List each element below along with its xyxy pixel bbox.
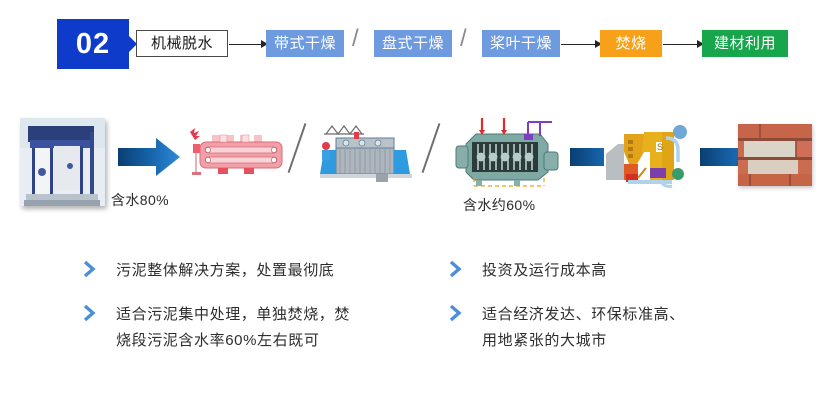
moisture-label-1: 含水80%: [111, 192, 170, 208]
badge-pointer-icon: [129, 36, 137, 52]
flow-node-label: 盘式干燥: [381, 35, 444, 52]
list-item-text: 污泥整体解决方案，处置最彻底: [116, 258, 334, 284]
list-item: 污泥整体解决方案，处置最彻底: [82, 258, 412, 284]
list-item: 适合经济发达、环保标准高、 用地紧张的大城市: [448, 302, 788, 354]
list-item-line: 烧段污泥含水率60%左右既可: [116, 332, 320, 349]
svg-text:S: S: [657, 142, 663, 152]
incinerator-diagram: S: [604, 118, 692, 198]
flow-node-label: 焚烧: [615, 35, 647, 52]
list-item-line: 适合经济发达、环保标准高、: [482, 306, 685, 323]
illustration-separator-2: [421, 123, 441, 173]
paddle-dryer-diagram: [452, 116, 562, 194]
chevron-right-icon: [82, 259, 102, 281]
flow-node-mechanical-dewatering[interactable]: 机械脱水: [136, 30, 228, 57]
flow-arrow-3: [663, 38, 704, 50]
illustration-separator-1: [287, 123, 307, 173]
list-item: 适合污泥集中处理，单独焚烧，焚 烧段污泥含水率60%左右既可: [82, 302, 412, 354]
list-item-line: 用地紧张的大城市: [482, 332, 607, 349]
step-number-badge: 02: [57, 19, 129, 69]
list-item-text: 适合经济发达、环保标准高、 用地紧张的大城市: [482, 302, 685, 354]
flow-node-disc-drying[interactable]: 盘式干燥: [374, 30, 452, 57]
flow-arrow-1: [229, 38, 268, 50]
list-item-text: 适合污泥集中处理，单独焚烧，焚 烧段污泥含水率60%左右既可: [116, 302, 350, 354]
flow-separator-2: /: [460, 25, 467, 52]
list-item-text: 投资及运行成本高: [482, 258, 607, 284]
belt-filter-press-photo: [20, 118, 105, 206]
key-points-section: 污泥整体解决方案，处置最彻底 适合污泥集中处理，单独焚烧，焚 烧段污泥含水率60…: [0, 258, 830, 402]
flow-node-building-material-use[interactable]: 建材利用: [702, 30, 788, 57]
process-illustration-row: 含水80%: [0, 100, 830, 230]
flow-arrow-2: [561, 38, 602, 50]
flow-node-belt-drying[interactable]: 带式干燥: [266, 30, 344, 57]
moisture-label-2: 含水约60%: [463, 197, 536, 213]
chevron-right-icon: [82, 303, 102, 325]
key-points-column-left: 污泥整体解决方案，处置最彻底 适合污泥集中处理，单独焚烧，焚 烧段污泥含水率60…: [82, 258, 412, 372]
flow-separator-1: /: [352, 25, 359, 52]
flow-node-label: 带式干燥: [273, 35, 336, 52]
flow-node-incineration[interactable]: 焚烧: [600, 30, 662, 57]
list-item-line: 投资及运行成本高: [482, 262, 607, 279]
flow-node-label: 机械脱水: [150, 35, 213, 52]
list-item-line: 适合污泥集中处理，单独焚烧，焚: [116, 306, 351, 323]
list-item: 投资及运行成本高: [448, 258, 788, 284]
chevron-right-icon: [448, 259, 468, 281]
process-arrow-1: [118, 137, 180, 177]
process-flow-diagram: 02 机械脱水 带式干燥 / 盘式干燥 / 桨叶干燥 焚烧 建材利用: [0, 0, 830, 100]
flow-node-label: 建材利用: [713, 35, 776, 52]
belt-dryer-diagram: [182, 122, 287, 184]
flow-node-label: 桨叶干燥: [489, 35, 552, 52]
key-points-column-right: 投资及运行成本高 适合经济发达、环保标准高、 用地紧张的大城市: [448, 258, 788, 372]
brick-product-photo: [738, 124, 812, 186]
disc-dryer-diagram: [310, 120, 418, 188]
chevron-right-icon: [448, 303, 468, 325]
list-item-line: 污泥整体解决方案，处置最彻底: [116, 262, 335, 279]
flow-node-paddle-drying[interactable]: 桨叶干燥: [482, 30, 560, 57]
